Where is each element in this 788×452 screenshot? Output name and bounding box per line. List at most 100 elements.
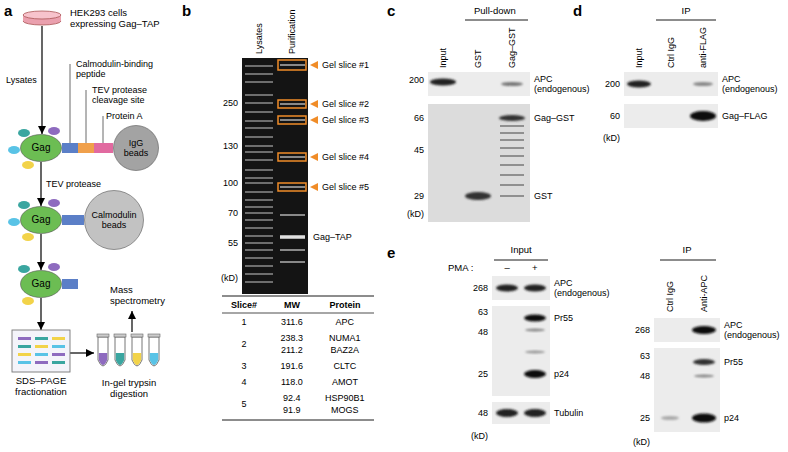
table-cell: AMOT: [332, 377, 358, 387]
size-marker: 55: [228, 238, 238, 248]
blot-band: [693, 82, 713, 86]
treatment-label: PMA :: [448, 263, 473, 274]
band-label: Gag–TAP: [313, 232, 352, 242]
table-cell: 4: [242, 377, 247, 387]
table-rule: [222, 313, 374, 314]
tube-sample: [150, 353, 158, 365]
slice-label: Gel slice #3: [322, 115, 369, 125]
test-tube: [149, 337, 159, 366]
flow-arrow: [41, 26, 42, 134]
table-rule: [222, 420, 374, 421]
tube-cap: [131, 334, 143, 337]
node-text: Gag: [25, 214, 57, 226]
table-cell: MOGS: [331, 405, 359, 415]
gel-band: [18, 345, 31, 348]
size-marker: 29: [414, 191, 424, 201]
cbp-tag: [62, 279, 78, 289]
slice-arrowhead: [310, 153, 318, 161]
edge-label: Lysates: [6, 75, 37, 85]
table-header: Slice#: [231, 300, 257, 310]
partner-protein: [22, 233, 34, 241]
gel-band: [500, 126, 524, 196]
lane-label: Ctrl IgG: [665, 281, 675, 312]
flow-arrow: [131, 311, 132, 332]
slice-arrowhead: [310, 116, 318, 124]
band-label: Tubulin: [554, 408, 583, 418]
partner-protein: [8, 218, 20, 226]
size-marker: 70: [228, 208, 238, 218]
node-outline: [21, 271, 62, 298]
partner-protein: [18, 129, 30, 137]
part-label: Protein A: [106, 111, 143, 121]
tube-sample: [116, 353, 124, 365]
tube-set: In-gel trypsin digestion: [94, 334, 164, 374]
table-cell: HSP90B1: [325, 393, 365, 403]
lane-label: Input: [438, 48, 448, 68]
coomassie-gel: [428, 104, 530, 222]
band-label: APC (endogenous): [534, 74, 594, 95]
gel-band: [35, 345, 48, 348]
gel-slice-box: [278, 153, 306, 161]
leader-line: [103, 116, 104, 143]
size-marker: 200: [409, 75, 424, 85]
band-label: Gag–FLAG: [722, 111, 768, 121]
western-blot: [624, 72, 718, 96]
partner-protein: [18, 201, 30, 209]
panel-letter: d: [573, 2, 582, 19]
size-marker: 48: [640, 371, 650, 381]
western-blot: [492, 402, 550, 424]
gel-band: [18, 337, 31, 340]
table-cell: 1: [242, 317, 247, 327]
lane-label: anti-FLAG: [698, 27, 708, 68]
lane-label: Pull-down: [474, 6, 516, 17]
partner-protein: [48, 127, 60, 135]
group-bracket: [494, 260, 548, 261]
size-marker: 268: [635, 325, 650, 335]
band-label: Pr55: [554, 313, 573, 323]
slice-arrowhead: [310, 100, 318, 108]
table-header: MW: [284, 300, 300, 310]
flow-arrow: [40, 162, 41, 206]
slice-label: Gel slice #4: [322, 152, 369, 162]
partner-protein: [48, 263, 60, 271]
panel-letter: e: [387, 244, 395, 261]
slice-arrowhead: [310, 61, 318, 69]
lane-label: Input: [511, 245, 532, 256]
partner-protein: [18, 265, 30, 273]
protein-ellipse: Gag: [20, 270, 62, 298]
blot-band: [524, 285, 546, 292]
lane-label: GST: [473, 49, 483, 68]
gel-box: SDS–PAGE fractionation: [12, 330, 70, 372]
leader-line: [86, 90, 87, 143]
node-outline: [21, 207, 62, 234]
lane-label: IP: [682, 6, 691, 17]
node-outline: [85, 191, 144, 250]
blot-band: [690, 111, 716, 121]
node-outline: [114, 126, 159, 171]
protein-a-tag: [94, 143, 113, 153]
treatment-label: +: [532, 263, 538, 274]
lane-label: Ctrl IgG: [666, 37, 676, 68]
size-marker: (kD): [633, 437, 650, 447]
blot-band: [525, 351, 545, 354]
size-marker: 130: [223, 141, 238, 151]
western-blot: [654, 318, 720, 342]
gel-band: [18, 361, 31, 364]
group-bracket: [465, 20, 528, 21]
size-marker: 48: [478, 408, 488, 418]
blot-band: [524, 370, 546, 378]
band-label: APC (endogenous): [554, 278, 614, 299]
lane-label: Anti-APC: [699, 275, 709, 312]
gel-band: [52, 353, 65, 356]
protein-ellipse: Gag: [20, 134, 62, 162]
tube-sample: [99, 353, 107, 365]
gel-band: [245, 66, 273, 282]
cbp-tag: [62, 215, 84, 225]
size-marker: (kD): [471, 431, 488, 441]
partner-protein: [22, 297, 34, 305]
gel-band: [35, 361, 48, 364]
blot-band: [661, 416, 679, 420]
partner-protein: [22, 161, 34, 169]
blot-band: [524, 409, 546, 417]
